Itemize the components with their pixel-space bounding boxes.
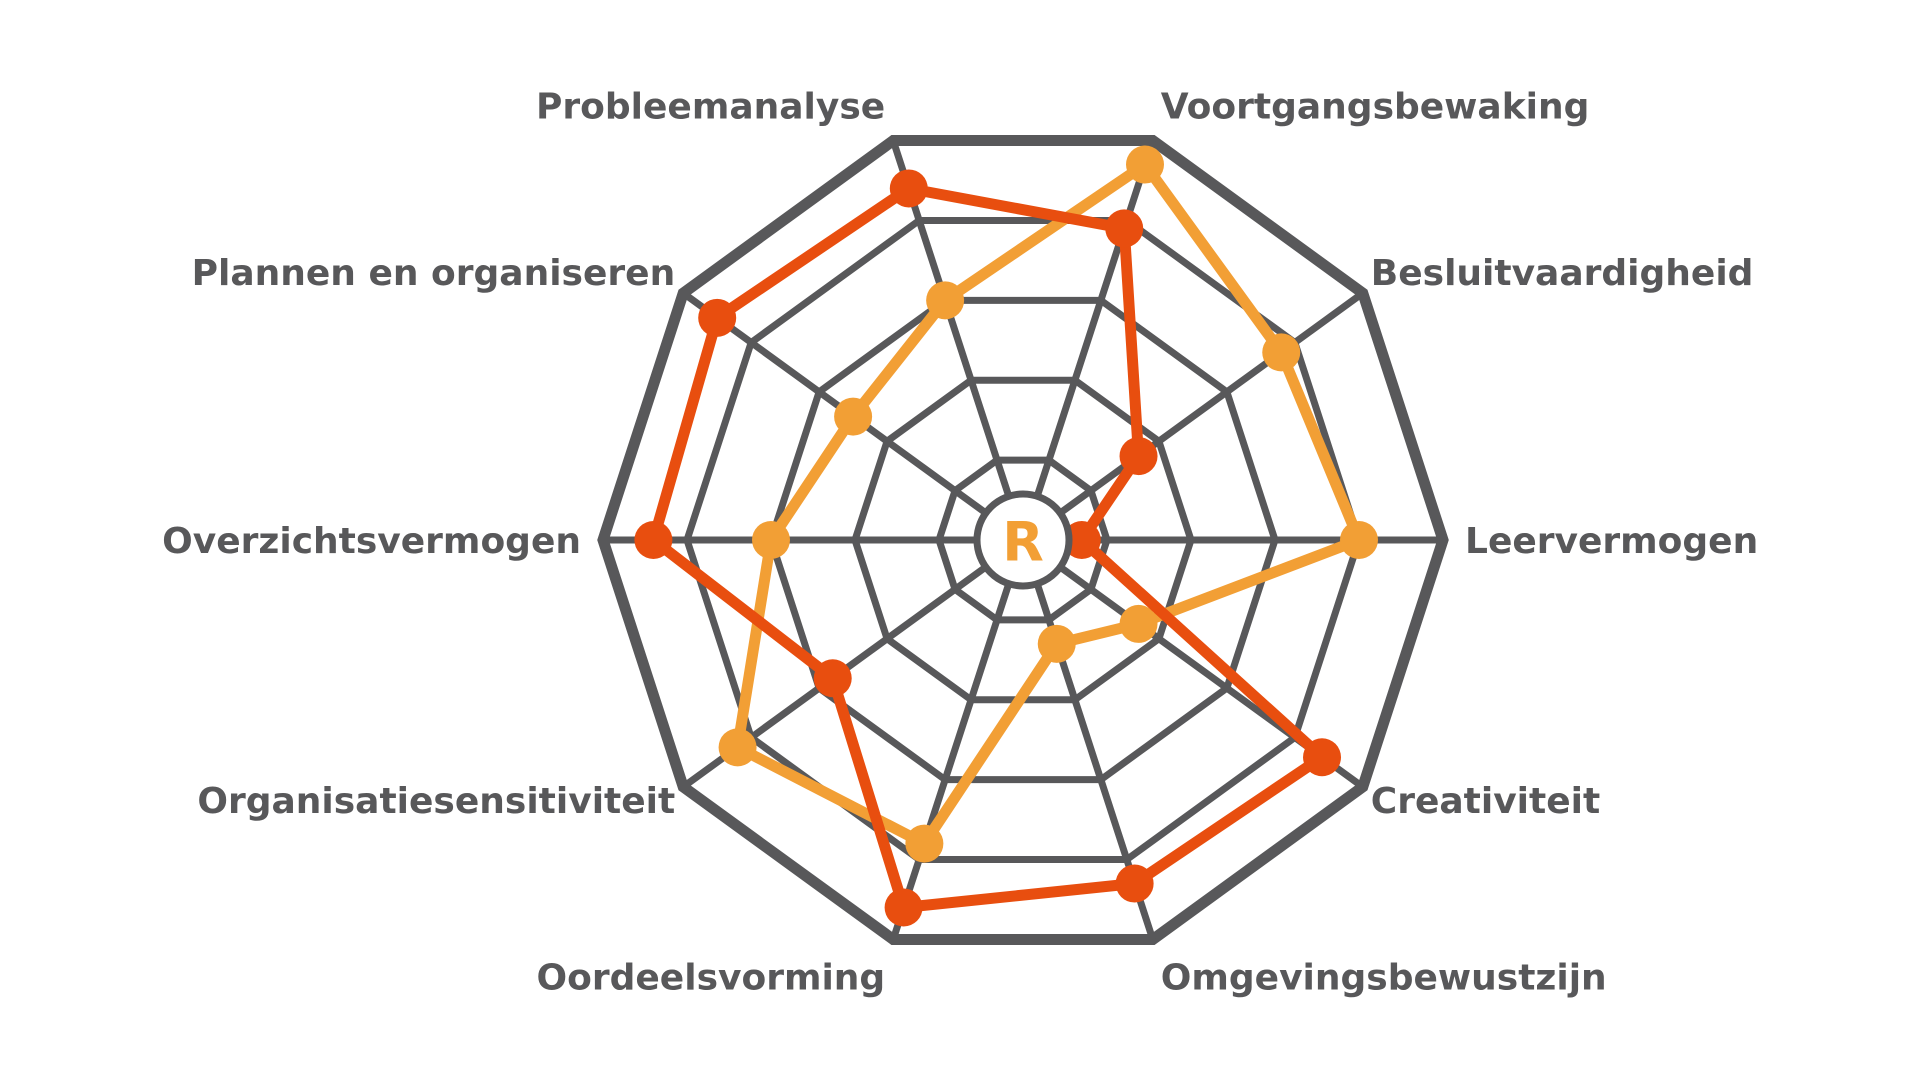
- series-0-point-7: [884, 888, 923, 927]
- series-1-point-1: [1262, 333, 1301, 372]
- series-1-point-2: [1125, 145, 1164, 184]
- series-1-point-8: [1037, 624, 1076, 663]
- series-1-point-4: [834, 397, 873, 436]
- axis-label-7: Oordeelsvorming: [537, 957, 886, 998]
- axis-label-6: Organisatiesensitiviteit: [197, 781, 675, 822]
- axis-labels: Leervermogen Besluitvaardigheid Voortgangs…: [162, 87, 1758, 999]
- grid-spoke-7: [889, 538, 1027, 941]
- series-1: [718, 145, 1378, 863]
- logo-circle: [973, 490, 1073, 590]
- series-0-point-1: [1119, 437, 1158, 476]
- axis-label-8: Omgevingsbewustzijn: [1161, 957, 1607, 998]
- center-logo: R: [973, 490, 1073, 590]
- series-1-point-0: [1340, 521, 1378, 559]
- series-0-point-6: [813, 659, 852, 698]
- axis-label-3: Probleemanalyse: [536, 87, 885, 128]
- axis-label-1: Besluitvaardigheid: [1371, 253, 1754, 294]
- axis-label-5: Overzichtsvermogen: [162, 521, 581, 562]
- radar-series: [634, 145, 1378, 927]
- series-1-point-9: [1119, 604, 1158, 643]
- axis-label-2: Voortgangsbewaking: [1161, 87, 1590, 128]
- series-0-point-8: [1115, 864, 1154, 903]
- axis-label-4: Plannen en organiseren: [192, 253, 676, 294]
- axis-label-9: Creativiteit: [1371, 781, 1600, 822]
- series-1-point-6: [718, 728, 757, 767]
- series-0: [634, 169, 1342, 927]
- grid-spoke-1: [1020, 290, 1365, 543]
- series-0-point-0: [1062, 521, 1101, 559]
- series-1-point-5: [752, 521, 790, 559]
- axis-label-0: Leervermogen: [1465, 521, 1758, 562]
- series-0-point-4: [698, 298, 737, 337]
- logo-letter: R: [1002, 511, 1044, 574]
- series-0-point-9: [1303, 738, 1342, 777]
- series-1-point-3: [926, 281, 965, 320]
- grid-spoke-2: [1019, 139, 1157, 542]
- grid-spoke-3: [889, 139, 1027, 542]
- series-0-point-2: [1105, 209, 1144, 248]
- series-0-point-3: [889, 169, 928, 208]
- series-1-point-7: [905, 824, 944, 863]
- series-0-point-5: [634, 521, 673, 559]
